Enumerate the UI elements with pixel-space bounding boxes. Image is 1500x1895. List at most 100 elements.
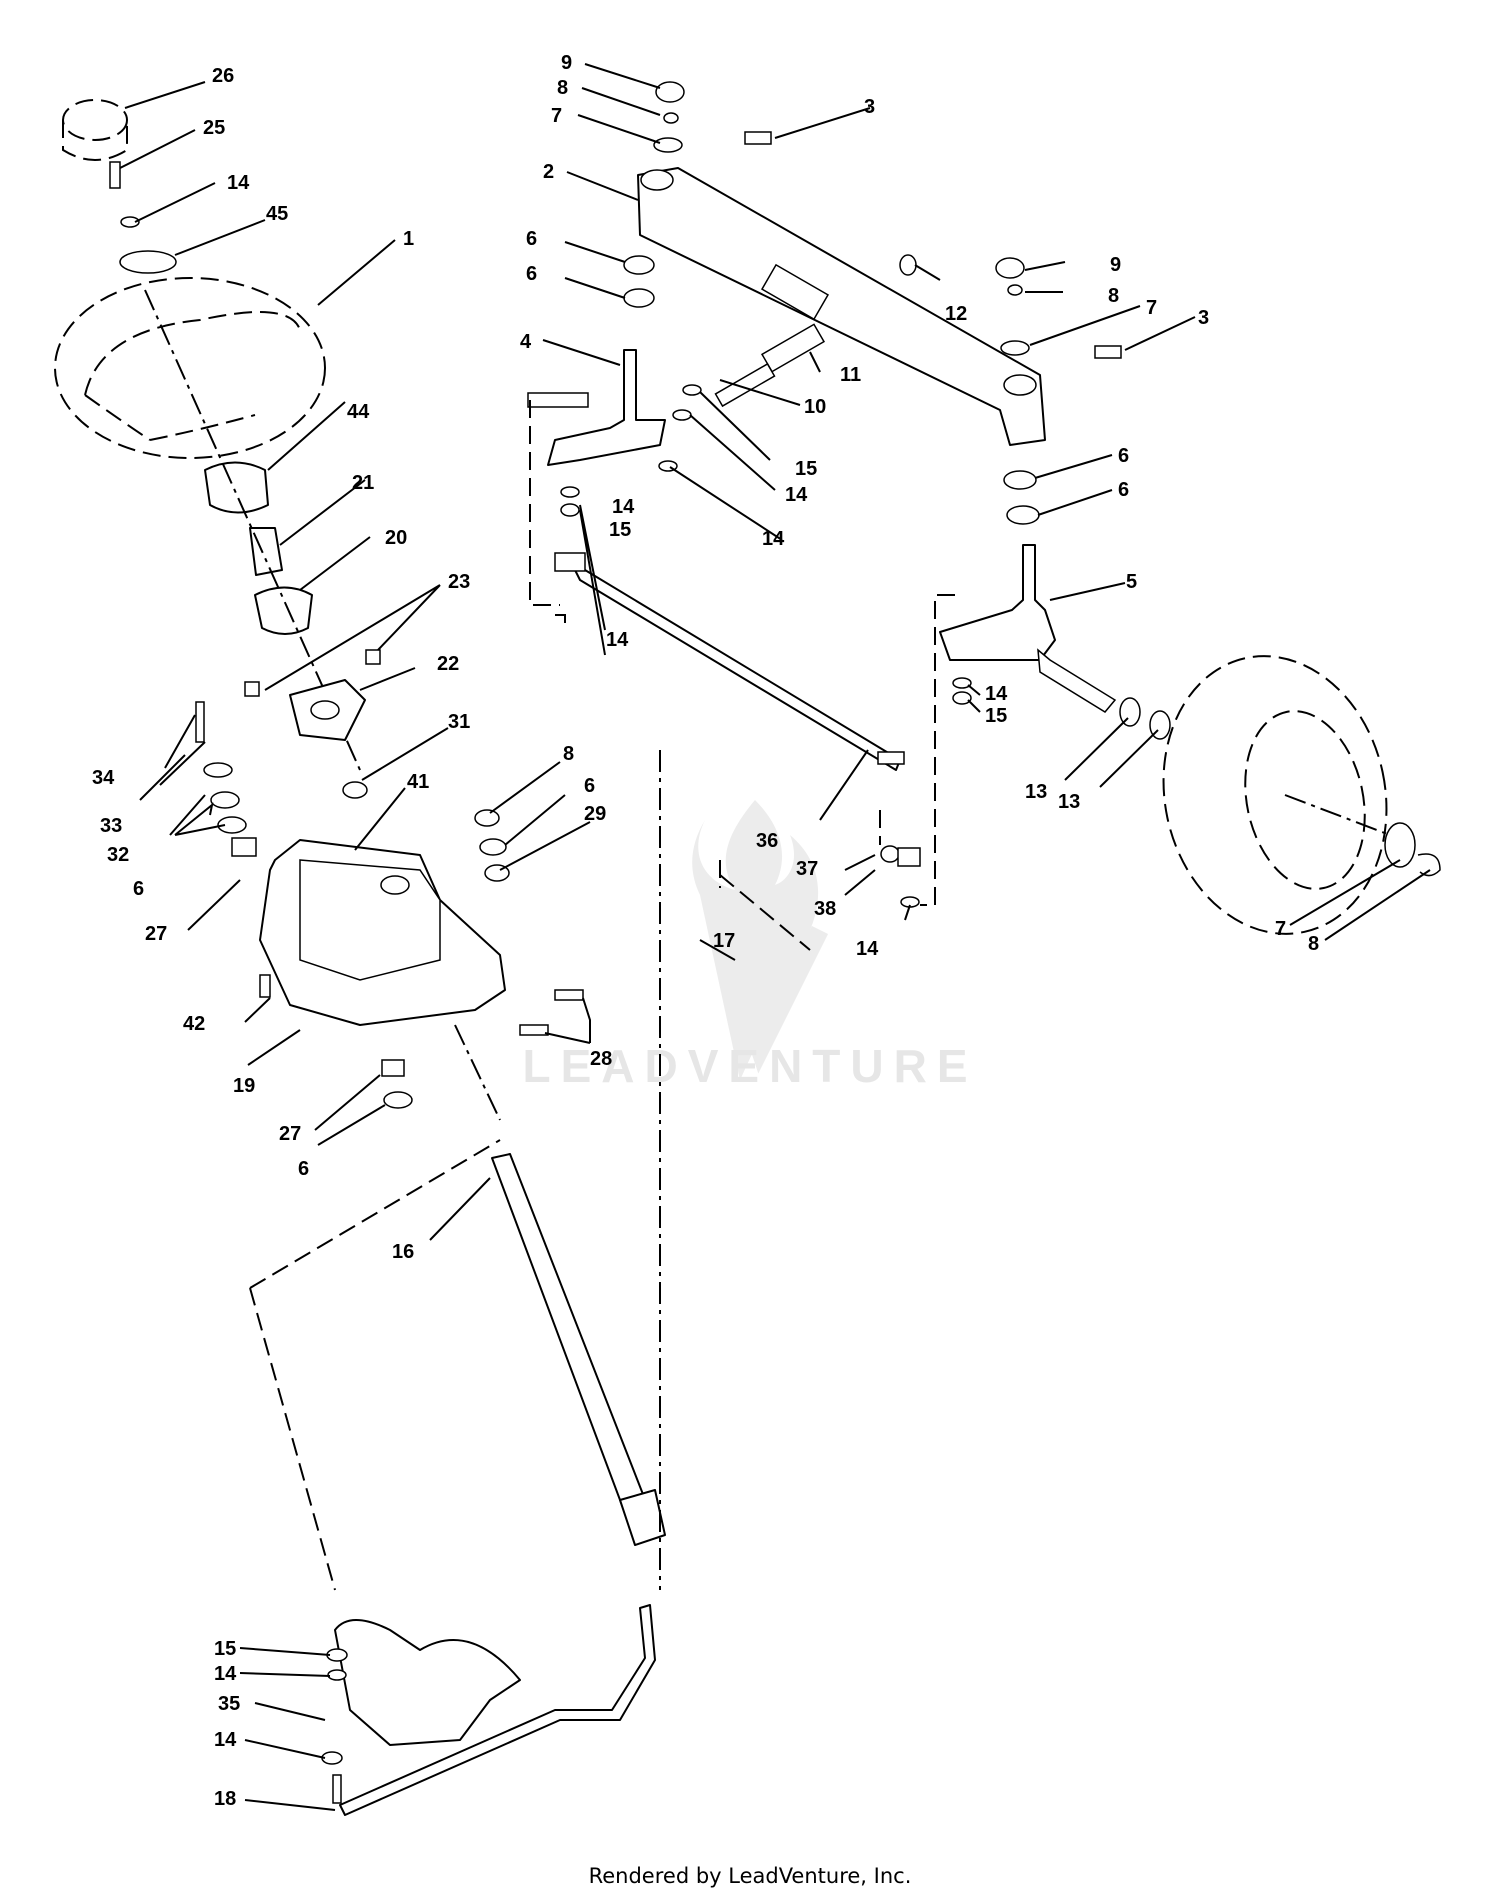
grease-fitting-3-left (744, 131, 772, 145)
washer-32b (217, 816, 247, 834)
callout-27-upper: 27 (145, 923, 167, 945)
bushing-27-upper (231, 837, 257, 857)
callout-37: 37 (796, 858, 818, 880)
washer-7-wheel (1384, 822, 1416, 868)
callout-6-mid: 6 (584, 775, 595, 797)
bushing-27-lower (381, 1059, 405, 1077)
drag-link (339, 1604, 656, 1816)
callout-33: 33 (100, 815, 122, 837)
spacer-washer (119, 250, 177, 274)
steering-shaft-group (249, 750, 666, 1816)
tie-rod (569, 559, 901, 771)
wheel-cap-lower (62, 120, 128, 161)
steering-bushing (249, 527, 283, 576)
washer-14-axle-a (682, 384, 702, 396)
tie-rod-dash-right (879, 594, 955, 906)
callout-14-spindle: 14 (612, 496, 635, 518)
callout-38: 38 (814, 898, 836, 920)
washer-6-mid (479, 838, 507, 856)
washer-6-a (623, 255, 655, 275)
callout-13-a: 13 (1025, 781, 1047, 803)
callout-3-left: 3 (864, 96, 875, 118)
watermark-text: LEADVENTURE (522, 1040, 977, 1092)
callout-27-lower: 27 (279, 1123, 301, 1145)
watermark-flame-logo (692, 800, 819, 1080)
wheel-cap (62, 99, 128, 141)
callout-11: 11 (840, 364, 861, 386)
callout-10: 10 (804, 396, 826, 418)
callout-32: 32 (107, 844, 129, 866)
cap-screw (109, 161, 121, 189)
washer-33 (203, 762, 233, 778)
bracket-hole (380, 875, 410, 895)
callout-21: 21 (352, 472, 374, 494)
callout-45: 45 (266, 203, 288, 225)
callout-20: 20 (385, 527, 407, 549)
steering-support-group (195, 649, 584, 1109)
ball-joint-38 (897, 847, 921, 867)
tire-rim (1244, 710, 1366, 890)
shaft-pinion (619, 1489, 666, 1546)
nut-15-spindle (560, 503, 580, 517)
callout-6-right-b: 6 (1118, 479, 1129, 501)
bolt-42 (259, 974, 271, 998)
callout-6-lower: 6 (298, 1158, 309, 1180)
rendered-by-footer: Rendered by LeadVenture, Inc. (589, 1864, 912, 1888)
callout-8-top-left: 8 (557, 77, 568, 99)
lock-washer-top (120, 216, 140, 228)
wheel-axis (1284, 794, 1391, 836)
washer-14-right (952, 677, 972, 689)
jam-nut-37 (880, 845, 900, 863)
callout-42: 42 (183, 1013, 205, 1035)
callout-9-right: 9 (1110, 254, 1121, 276)
callout-15-right: 15 (985, 705, 1007, 727)
callout-2: 2 (543, 161, 554, 183)
callout-8-top-right: 8 (1108, 285, 1119, 307)
callout-14: 14 (227, 172, 250, 194)
callout-35: 35 (218, 1693, 240, 1715)
callout-8-left: 8 (563, 743, 574, 765)
callout-14-axle-a: 14 (785, 484, 808, 506)
clip-8-top-right (1007, 284, 1023, 296)
tie-rod-thread (877, 751, 905, 765)
washer-14-spindle (560, 486, 580, 498)
callout-14-rod-end: 14 (606, 629, 629, 651)
steering-wheel (54, 277, 326, 459)
bolt-23b (365, 649, 381, 665)
sector-gear (334, 1619, 521, 1746)
callout-17: 17 (713, 930, 735, 952)
mount-plate-hole (310, 700, 340, 720)
front-axle-group (527, 81, 1171, 740)
callout-14-axle-b: 14 (762, 528, 785, 550)
axle-spindle-boss-right (1003, 374, 1037, 396)
callout-25: 25 (203, 117, 225, 139)
callout-14-rod: 14 (856, 938, 879, 960)
callout-14-bottom-b: 14 (214, 1729, 237, 1751)
pivot-bolt-10 (714, 362, 776, 408)
callout-14-bottom-a: 14 (214, 1663, 237, 1685)
washer-6-c (1003, 470, 1037, 490)
callout-26: 26 (212, 65, 234, 87)
callout-34: 34 (92, 767, 115, 789)
front-tire (1162, 655, 1388, 935)
callout-15-bottom: 15 (214, 1638, 236, 1660)
support-bracket-face (299, 859, 441, 981)
callout-7-wheel: 7 (1275, 918, 1286, 940)
washer-32a (210, 791, 240, 809)
callout-5: 5 (1126, 571, 1137, 593)
spindle-right-stub (1037, 648, 1117, 713)
cap-9-left (655, 81, 685, 103)
leadventure-watermark: LEADVENTURE (522, 800, 977, 1092)
callout-41: 41 (407, 771, 429, 793)
callout-3-right: 3 (1198, 307, 1209, 329)
steering-column-boot (254, 586, 313, 635)
clip-8-wheel (1417, 853, 1441, 877)
steering-shaft (491, 1153, 656, 1533)
pivot-pin-11 (760, 323, 826, 373)
bolt-18 (332, 1774, 342, 1804)
callout-23: 23 (448, 571, 470, 593)
bolt-34 (195, 701, 205, 743)
tie-rod-group (529, 400, 1441, 951)
washer-6-d (1006, 505, 1040, 525)
